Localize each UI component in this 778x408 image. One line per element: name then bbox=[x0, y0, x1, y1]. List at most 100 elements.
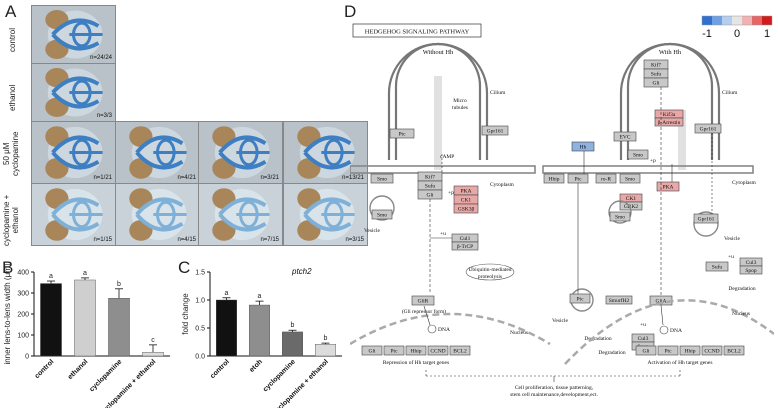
embryo-count-label: n=1/15 bbox=[93, 237, 112, 243]
vesicle-label: Vesicle bbox=[724, 236, 740, 242]
phospho-label: +p bbox=[650, 158, 656, 164]
nuclear-membrane bbox=[564, 299, 774, 365]
significance-letter: a bbox=[225, 290, 229, 297]
gene-node-label: BCL2 bbox=[453, 349, 467, 355]
embryo-photo: n=3/3 bbox=[31, 63, 116, 122]
cartilage-stain bbox=[135, 151, 184, 170]
node-barrestin bbox=[654, 117, 684, 127]
cartilage-stain bbox=[51, 151, 100, 170]
cytoplasm-label: Cytoplasm bbox=[732, 180, 757, 186]
embryo-photo: n=3/21 bbox=[198, 121, 283, 184]
embryo-head-drawing bbox=[129, 188, 187, 241]
embryo-count-label: n=3/21 bbox=[260, 175, 279, 181]
cilium-membrane bbox=[394, 42, 482, 160]
node-spop bbox=[739, 265, 763, 275]
legend-tick-label: 1 bbox=[764, 28, 770, 40]
cartilage-stain bbox=[135, 213, 184, 232]
cilium-label: Cilium bbox=[490, 90, 506, 96]
cartilage-stain bbox=[218, 197, 267, 216]
y-tick-label: 0.0 bbox=[195, 354, 205, 361]
degradation-label: Degradation bbox=[728, 286, 755, 292]
embryo-photo: n=7/15 bbox=[198, 183, 283, 246]
ubiquitin-label: proteolysis bbox=[478, 274, 502, 280]
bar bbox=[249, 304, 270, 357]
node-gpr161-vesicle bbox=[693, 213, 719, 224]
cartilage-stain bbox=[51, 197, 100, 216]
node-smo bbox=[370, 173, 394, 184]
gene-node-label: SmurfH2 bbox=[609, 297, 630, 304]
embryo-photo: n=24/24 bbox=[31, 5, 116, 64]
camp-label: cAMP bbox=[440, 154, 454, 160]
legend-tick-label: -1 bbox=[702, 28, 712, 40]
legend-swatch bbox=[712, 16, 722, 25]
y-tick-label: 1.5 bbox=[195, 270, 205, 277]
significance-letter: b bbox=[117, 281, 121, 288]
gene-node-label: Ptc bbox=[398, 132, 406, 138]
gene-node-label: Gli bbox=[426, 193, 434, 199]
embryo-photo: n=1/21 bbox=[31, 121, 116, 184]
significance-letter: c bbox=[151, 337, 155, 344]
embryo-head-drawing bbox=[212, 126, 270, 179]
gene-node-label: CK1 bbox=[626, 196, 637, 202]
gene-node-label: Cul3 bbox=[638, 336, 649, 342]
y-axis-label: inner lens-to-lens width (μm) bbox=[3, 263, 12, 364]
gene-node-label: Smo bbox=[377, 213, 387, 219]
vesicle-label: Vesicle bbox=[552, 318, 568, 324]
gene-node-label: Gli bbox=[642, 349, 650, 355]
x-tick-label: cyclopamine bbox=[88, 358, 123, 393]
legend-swatch bbox=[752, 16, 762, 25]
embryo-head-drawing bbox=[212, 188, 270, 241]
gene-node-label: Gli bbox=[652, 81, 660, 87]
dna-label: DNA bbox=[438, 327, 450, 333]
gene-node-label: GliA bbox=[656, 299, 667, 305]
gene-node-label: Smo bbox=[615, 215, 625, 221]
embryo-head-drawing bbox=[45, 9, 103, 60]
cartilage-stain bbox=[51, 91, 100, 109]
significance-letter: a bbox=[258, 293, 262, 300]
gene-node-label: Smo bbox=[625, 177, 635, 183]
node-hhip bbox=[543, 173, 565, 184]
embryo-head-drawing bbox=[297, 188, 355, 241]
ubiquitin-label: Ubiquitin-mediated bbox=[468, 267, 511, 273]
legend-swatch bbox=[732, 16, 742, 25]
activation-label: Activation of Hh target genes bbox=[648, 359, 713, 366]
vesicle bbox=[693, 211, 719, 237]
embryo-head-drawing bbox=[45, 188, 103, 241]
dna-marker bbox=[427, 324, 437, 334]
x-tick-label: cyclopamine + ethanol bbox=[272, 358, 330, 408]
gene-node-label: Gpr161 bbox=[700, 127, 717, 133]
gene-node-label: Cul3 bbox=[746, 260, 757, 266]
cartilage-stain bbox=[303, 135, 352, 154]
gene-node-label: Hhip bbox=[685, 349, 696, 355]
legend-tick-label: 0 bbox=[734, 28, 740, 40]
gene-node-label: Kif7 bbox=[425, 174, 435, 181]
ubiq-label: +u bbox=[640, 322, 646, 328]
target-gene bbox=[449, 345, 471, 356]
x-tick-label: cyclopamine bbox=[262, 358, 297, 393]
node-smo-cilium bbox=[627, 149, 649, 160]
embryo-count-label: n=24/24 bbox=[90, 55, 112, 61]
microtubule bbox=[678, 110, 686, 170]
target-gene bbox=[383, 345, 405, 356]
cartilage-stain bbox=[324, 200, 344, 229]
gene-node-label: Hhip bbox=[549, 177, 560, 183]
gene-node-label: EVC bbox=[620, 135, 631, 141]
node-gpr161 bbox=[481, 125, 509, 136]
gene-node-label: Hhip bbox=[411, 349, 422, 355]
dna-label: DNA bbox=[670, 328, 682, 334]
ubiq-label: +u bbox=[440, 231, 446, 237]
node-pka bbox=[656, 181, 680, 192]
y-tick-label: 300 bbox=[17, 291, 29, 298]
cartilage-stain bbox=[303, 213, 352, 232]
embryo-count-label: n=4/15 bbox=[177, 237, 196, 243]
vesicle bbox=[369, 195, 395, 221]
gene-node-label: CK1 bbox=[461, 198, 472, 204]
y-tick-label: 0 bbox=[25, 354, 29, 361]
cartilage-stain bbox=[72, 200, 92, 229]
bar bbox=[216, 299, 237, 357]
gene-node-label: Sufu bbox=[712, 264, 723, 271]
y-tick-label: 0.5 bbox=[195, 326, 205, 333]
y-tick-label: 100 bbox=[17, 333, 29, 340]
bar bbox=[108, 298, 130, 357]
gene-node-label: Sufu bbox=[425, 183, 436, 190]
